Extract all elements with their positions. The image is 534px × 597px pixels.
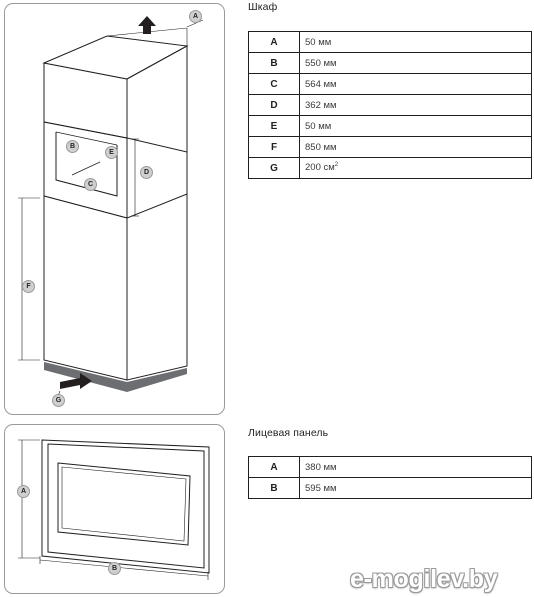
dimension-key: A	[248, 31, 300, 53]
front-label-b: B	[108, 562, 121, 575]
dimension-key: B	[248, 477, 300, 499]
base-vent	[44, 362, 187, 392]
lower-cabinet-front	[43, 195, 128, 381]
front-label-a: A	[17, 485, 30, 498]
dimension-value-text: 200 см	[305, 162, 335, 174]
dimension-key: G	[248, 157, 300, 179]
dimension-value: 50 мм	[299, 115, 532, 137]
lower-cabinet-side	[126, 193, 188, 381]
cabinet-label-g: G	[52, 394, 65, 407]
dimension-value: 200 см2	[299, 157, 532, 179]
dimension-key: E	[248, 115, 300, 137]
dimension-key: B	[248, 52, 300, 74]
dimension-key: D	[248, 94, 300, 116]
cabinet-label-f: F	[22, 280, 35, 293]
dimension-value: 595 мм	[299, 477, 532, 499]
front-panel-bevel	[47, 443, 205, 569]
bottom-air-arrow	[60, 373, 92, 389]
front-panel-opening-inner	[61, 466, 187, 542]
dimension-value: 362 мм	[299, 94, 532, 116]
dimension-superscript: 2	[334, 162, 339, 169]
cabinet-title: Шкаф	[248, 1, 278, 13]
top-air-arrow	[138, 16, 156, 34]
cabinet-label-c: C	[84, 178, 97, 191]
front-panel-title: Лицевая панель	[248, 427, 329, 439]
dimension-value: 564 мм	[299, 73, 532, 95]
cabinet-label-b: B	[66, 140, 79, 153]
cabinet-label-d: D	[140, 166, 153, 179]
dimension-key: A	[248, 456, 300, 478]
site-watermark: e-mogilev.by	[350, 565, 498, 593]
dimension-key: F	[248, 136, 300, 158]
cabinet-label-a: A	[189, 10, 202, 23]
dimension-value: 550 мм	[299, 52, 532, 74]
cabinet-label-e: E	[105, 146, 118, 159]
dimension-key: C	[248, 73, 300, 95]
dimension-value: 380 мм	[299, 456, 532, 478]
dimension-value: 50 мм	[299, 31, 532, 53]
front-panel-outer	[41, 439, 210, 574]
front-panel-opening	[57, 462, 191, 546]
dimension-value: 850 мм	[299, 136, 532, 158]
